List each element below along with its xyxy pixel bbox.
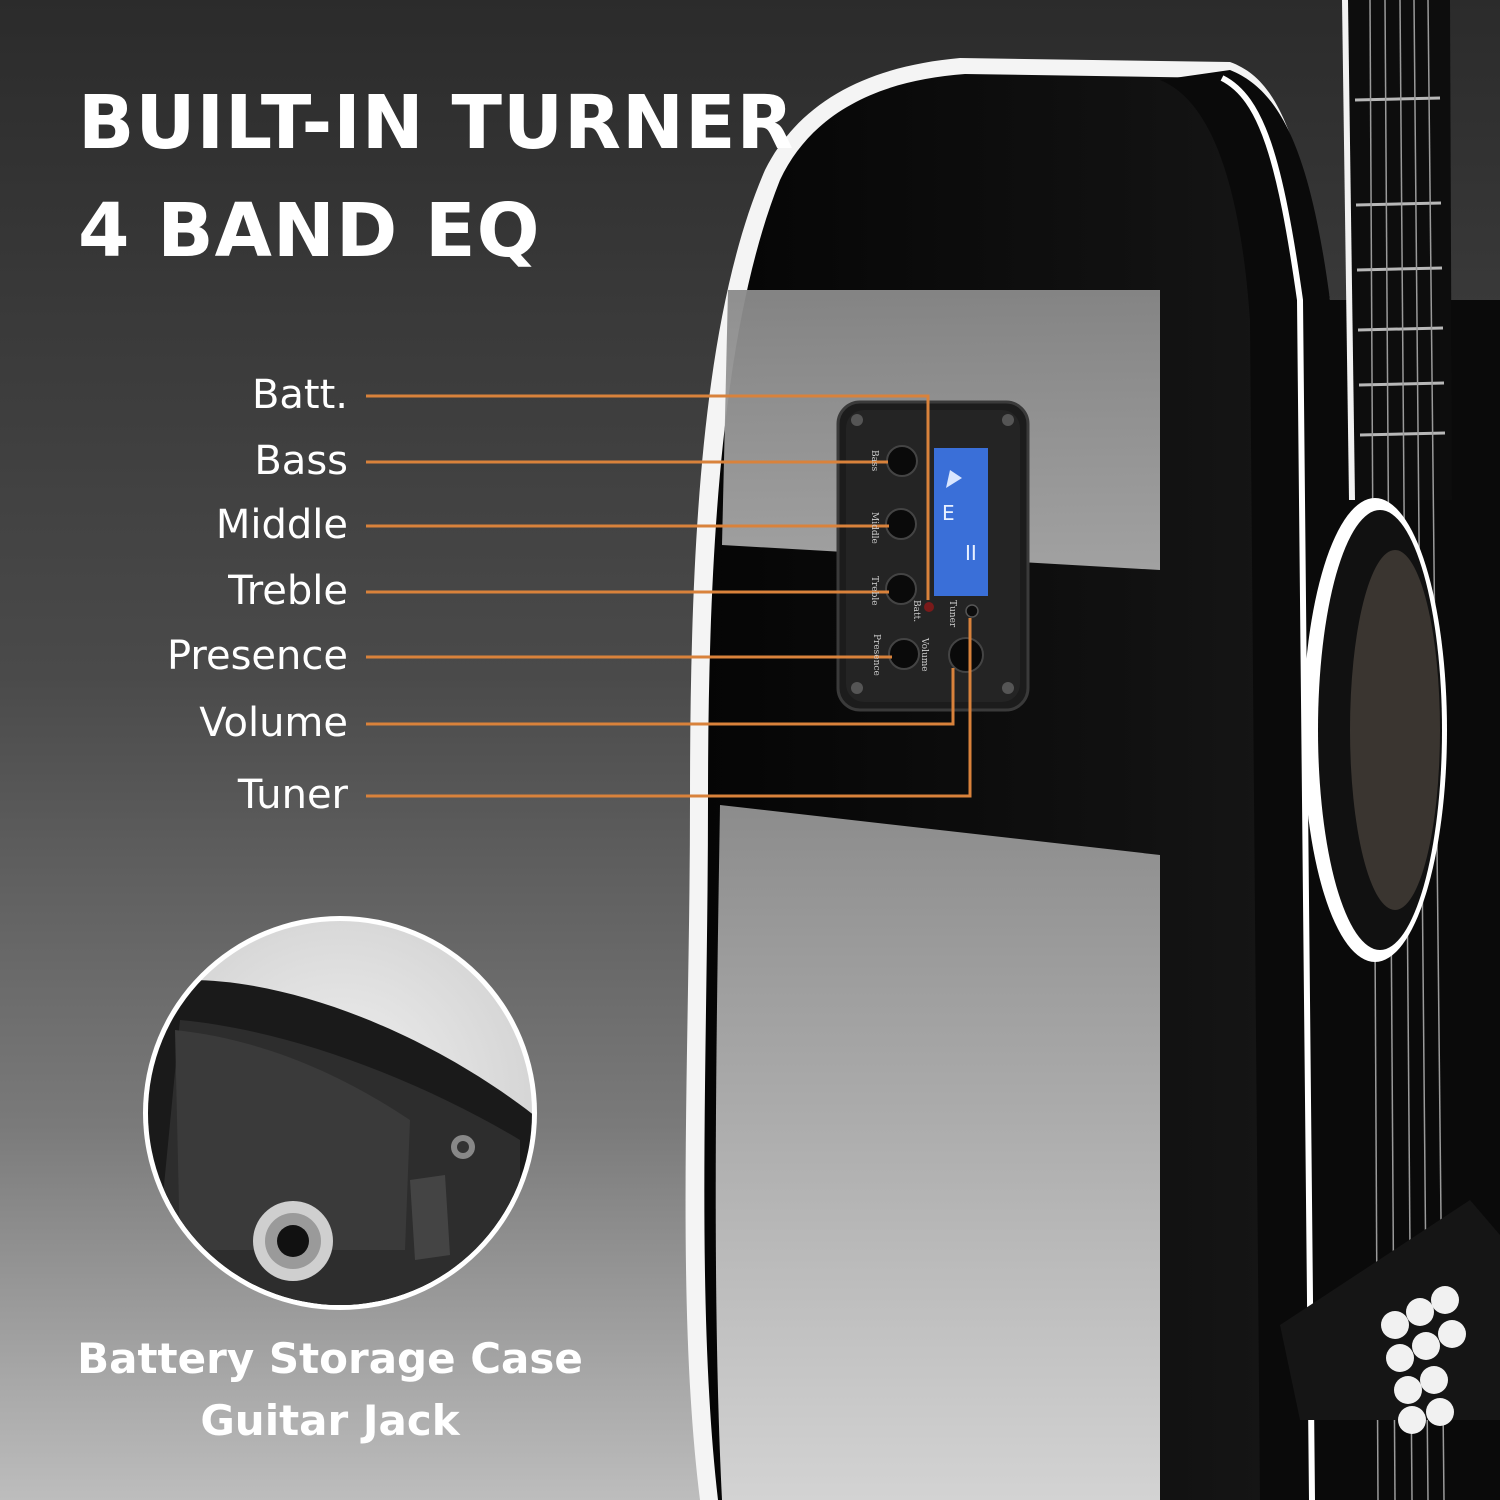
preamp-panel: E II <box>836 400 1030 712</box>
svg-text:E: E <box>942 501 955 525</box>
svg-text:II: II <box>965 541 977 565</box>
callout-presence: Presence <box>167 633 348 679</box>
callout-bass: Bass <box>254 438 348 484</box>
callout-middle: Middle <box>215 502 348 548</box>
callout-treble: Treble <box>228 568 348 614</box>
inset-closeup <box>143 916 537 1310</box>
tuner-lcd <box>934 448 988 596</box>
middle-knob <box>885 508 917 540</box>
headline-line-1: BUILT-IN TURNER <box>78 80 795 166</box>
volume-knob <box>948 637 984 673</box>
caption-line-1: Battery Storage Case <box>77 1334 583 1383</box>
caption-line-2: Guitar Jack <box>200 1396 460 1445</box>
presence-knob <box>888 638 920 670</box>
callout-volume: Volume <box>199 700 348 746</box>
headline-line-2: 4 BAND EQ <box>78 188 541 274</box>
tuner-button <box>965 604 979 618</box>
treble-knob <box>885 573 917 605</box>
batt-led <box>924 602 934 612</box>
guitar-neck <box>1345 0 1452 500</box>
callout-batt: Batt. <box>251 372 348 418</box>
callout-tuner: Tuner <box>237 772 348 818</box>
bass-knob <box>886 445 918 477</box>
callout-lines <box>366 394 972 798</box>
